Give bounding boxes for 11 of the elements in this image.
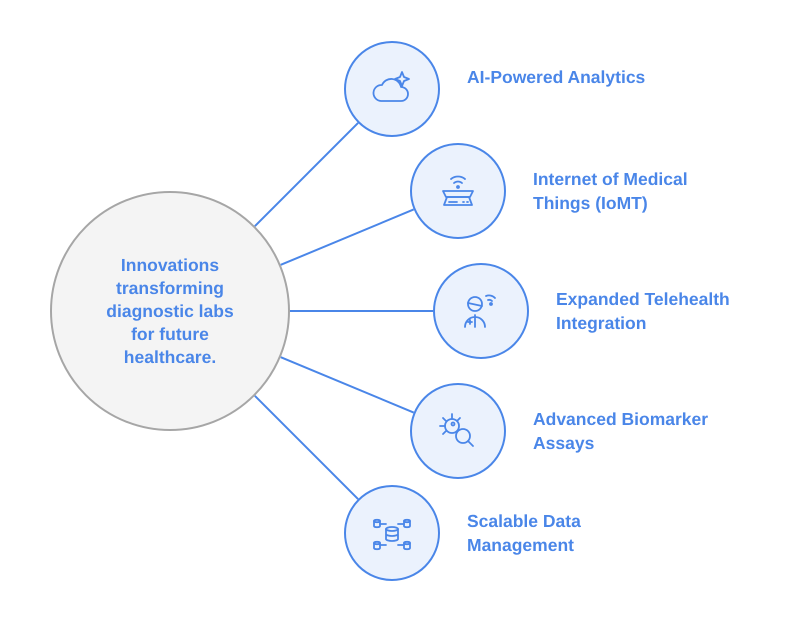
item-label: AI-Powered Analytics <box>467 66 646 89</box>
item-label: Advanced Biomarker Assays <box>533 408 710 455</box>
connector-line <box>254 395 359 500</box>
item-label: Internet of Medical Things (IoMT) <box>533 168 689 215</box>
topic-text: Innovations transforming diagnostic labs for future healthcare. <box>105 254 235 368</box>
connector-line <box>280 356 414 414</box>
connector-line <box>280 208 414 266</box>
item-label: Expanded Telehealth Integration <box>556 288 731 335</box>
item-label: Scalable Data Management <box>467 510 582 557</box>
connector-line <box>254 122 359 227</box>
connector-line <box>290 310 433 312</box>
